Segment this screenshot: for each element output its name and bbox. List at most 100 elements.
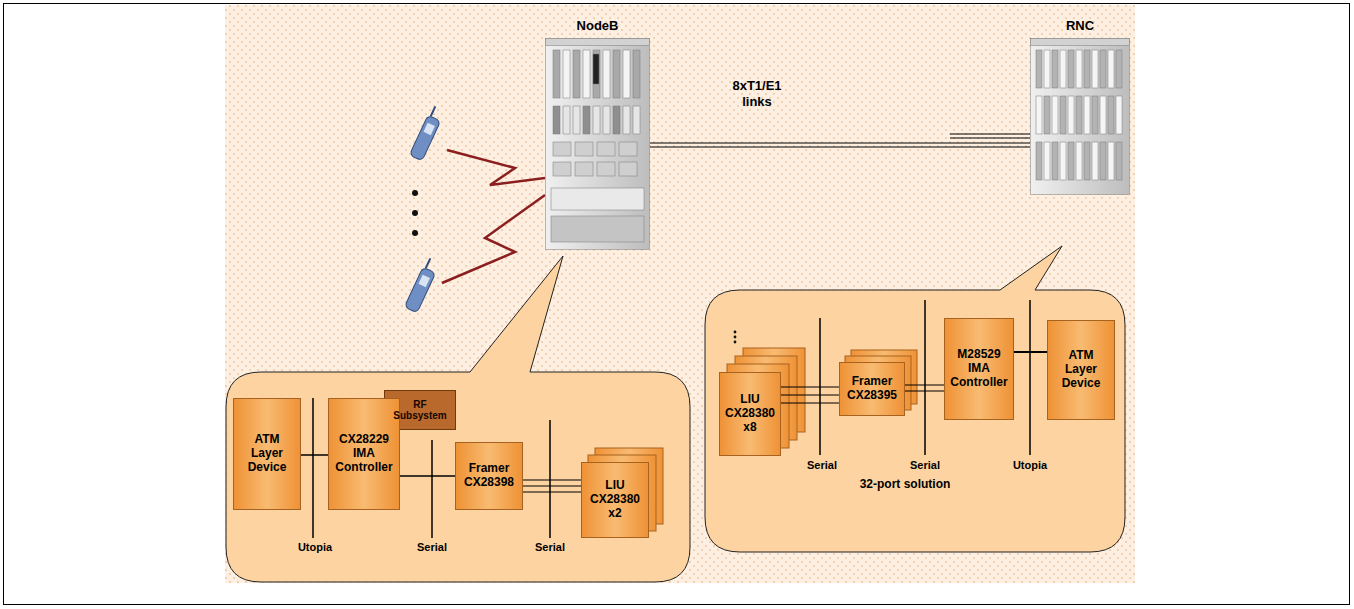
bus-line <box>1029 300 1031 455</box>
rack-card <box>1060 50 1066 88</box>
connector-line <box>301 454 328 456</box>
process-box: M28529 IMA Controller <box>944 318 1014 420</box>
cabinet-node: NodeB <box>545 18 650 250</box>
connector-line <box>1014 351 1047 353</box>
rack-module <box>597 142 615 156</box>
rack-module <box>575 142 593 156</box>
rack-card <box>603 50 610 98</box>
bus-line <box>312 398 314 538</box>
rack-card <box>593 50 600 98</box>
process-box: ATM Layer Device <box>233 398 301 510</box>
bus-line <box>924 300 926 455</box>
phone-screen <box>418 275 429 287</box>
rack-card <box>573 106 580 134</box>
rack-card <box>623 106 630 134</box>
bus-label: Serial <box>417 541 447 554</box>
bus-line <box>431 440 433 538</box>
cabinet-node: RNC <box>1030 18 1130 195</box>
rack-card <box>1068 50 1074 88</box>
connector-line <box>905 385 944 391</box>
process-box: Framer CX28398 <box>455 442 523 510</box>
rack-card <box>1044 50 1050 88</box>
rack-card <box>1116 96 1122 134</box>
box-label: RF Subsystem <box>388 399 452 422</box>
rack-card <box>603 106 610 134</box>
bus-label: Serial <box>910 459 940 472</box>
callout-bubble <box>705 246 1125 552</box>
process-box: ATM Layer Device <box>1047 320 1115 420</box>
rack-module <box>597 162 615 176</box>
dot <box>412 210 418 216</box>
rack-module <box>553 142 571 156</box>
callout-bubble <box>226 256 690 582</box>
rack-card <box>623 50 630 98</box>
stack-dots <box>734 341 737 344</box>
link-line <box>950 137 1030 138</box>
dot <box>412 190 418 196</box>
box-label: Framer CX28395 <box>843 375 901 403</box>
connector-line <box>781 387 839 403</box>
phone-icon <box>404 257 440 313</box>
rack-card <box>1076 96 1082 134</box>
process-box: LIU CX28380 x2 <box>581 462 649 538</box>
rack-card <box>1036 50 1042 88</box>
rack-card <box>1068 96 1074 134</box>
rack-card <box>553 50 560 98</box>
phone-screen <box>423 123 434 135</box>
radio-zigzag <box>447 150 545 185</box>
radio-links <box>442 150 545 283</box>
stack-dots <box>734 331 737 334</box>
box-label: M28529 IMA Controller <box>948 348 1010 389</box>
rack-card <box>1084 96 1090 134</box>
link-label: 8xT1/E1 links <box>726 78 788 110</box>
rack-card <box>1092 142 1098 180</box>
peach-panel <box>225 5 1135 583</box>
rack-card <box>1092 50 1098 88</box>
box-label: Framer CX28398 <box>459 462 519 490</box>
dot <box>412 230 418 236</box>
rack-panel <box>551 216 644 242</box>
rack-module <box>619 162 637 176</box>
connector-line <box>400 475 455 477</box>
rack-module <box>575 162 593 176</box>
rack-module <box>553 162 571 176</box>
rack-card <box>613 50 620 98</box>
rack-card <box>633 106 640 134</box>
process-box: LIU CX28380 x8 <box>719 372 781 456</box>
rack-card <box>1052 142 1058 180</box>
rack-card <box>593 54 599 84</box>
bus-label: Utopia <box>1013 459 1047 472</box>
cabinet-body <box>1031 39 1130 195</box>
phone-antenna <box>431 106 436 116</box>
rack-panel <box>551 188 644 210</box>
phone-body <box>409 115 440 161</box>
phone-antenna <box>426 258 431 268</box>
ellipsis-dots <box>412 190 418 236</box>
rack-card <box>1116 50 1122 88</box>
rack-card <box>1036 96 1042 134</box>
rack-card <box>1108 50 1114 88</box>
outer-frame <box>4 4 1350 605</box>
rack-card <box>613 106 620 134</box>
cabinet-body <box>546 39 650 250</box>
radio-zigzag <box>442 195 545 283</box>
link-lines <box>950 134 1030 138</box>
rack-card <box>1036 142 1042 180</box>
rack-card <box>1076 142 1082 180</box>
process-box: CX28229 IMA Controller <box>328 398 400 510</box>
rack-card <box>1108 96 1114 134</box>
rack-card <box>1052 96 1058 134</box>
phone-body <box>404 267 435 313</box>
bus-label: Serial <box>807 459 837 472</box>
node-heading: RNC <box>1030 18 1130 33</box>
rack-card <box>1100 96 1106 134</box>
rack-card <box>563 50 570 98</box>
box-label: LIU CX28380 x2 <box>585 479 645 520</box>
rack-card <box>1044 96 1050 134</box>
node-heading: NodeB <box>545 18 650 33</box>
box-label: ATM Layer Device <box>1051 349 1111 390</box>
box-label: LIU CX28380 x8 <box>723 393 777 434</box>
rack-card <box>1100 50 1106 88</box>
cabinet-rim <box>546 39 650 46</box>
